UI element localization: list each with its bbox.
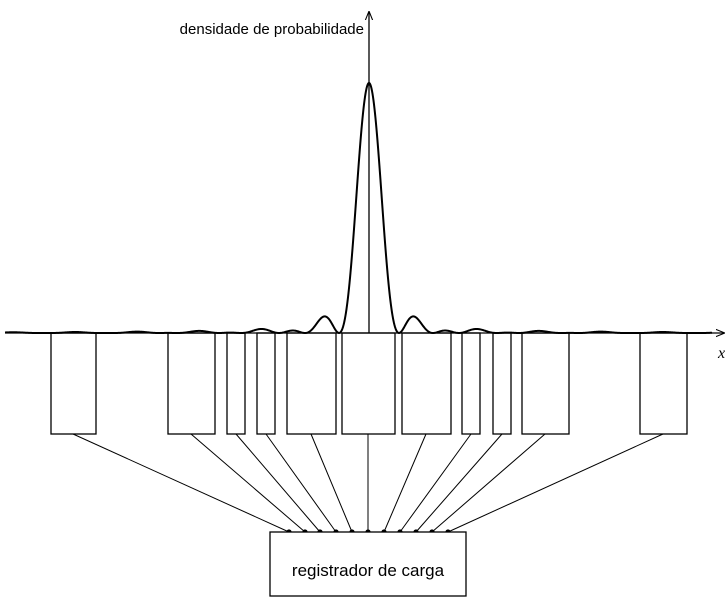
detector-8 <box>461 332 481 435</box>
charge-register-label: registrador de carga <box>292 561 445 580</box>
wire-9 <box>415 433 503 533</box>
x-axis-label: x <box>717 345 725 362</box>
y-axis-label: densidade de probabilidade <box>180 21 364 38</box>
probability-density-curve <box>4 81 713 335</box>
wire-2 <box>190 433 306 533</box>
detector-6 <box>341 332 396 435</box>
wire-10 <box>431 433 546 533</box>
detector-array <box>50 332 688 435</box>
detector-5 <box>286 332 337 435</box>
wire-7 <box>383 433 427 533</box>
wire-8 <box>399 433 472 533</box>
detector-11 <box>639 332 688 435</box>
detector-10 <box>521 332 570 435</box>
detector-9 <box>492 332 512 435</box>
detector-7 <box>401 332 452 435</box>
wire-1 <box>72 433 290 533</box>
wire-5 <box>310 433 353 533</box>
detector-1 <box>50 332 97 435</box>
detector-2 <box>167 332 216 435</box>
wire-4 <box>265 433 337 533</box>
detector-3 <box>226 332 246 435</box>
wire-3 <box>235 433 321 533</box>
detector-wires <box>72 433 664 533</box>
detector-4 <box>256 332 276 435</box>
wire-11 <box>447 433 664 533</box>
charge-register-box <box>269 531 467 597</box>
